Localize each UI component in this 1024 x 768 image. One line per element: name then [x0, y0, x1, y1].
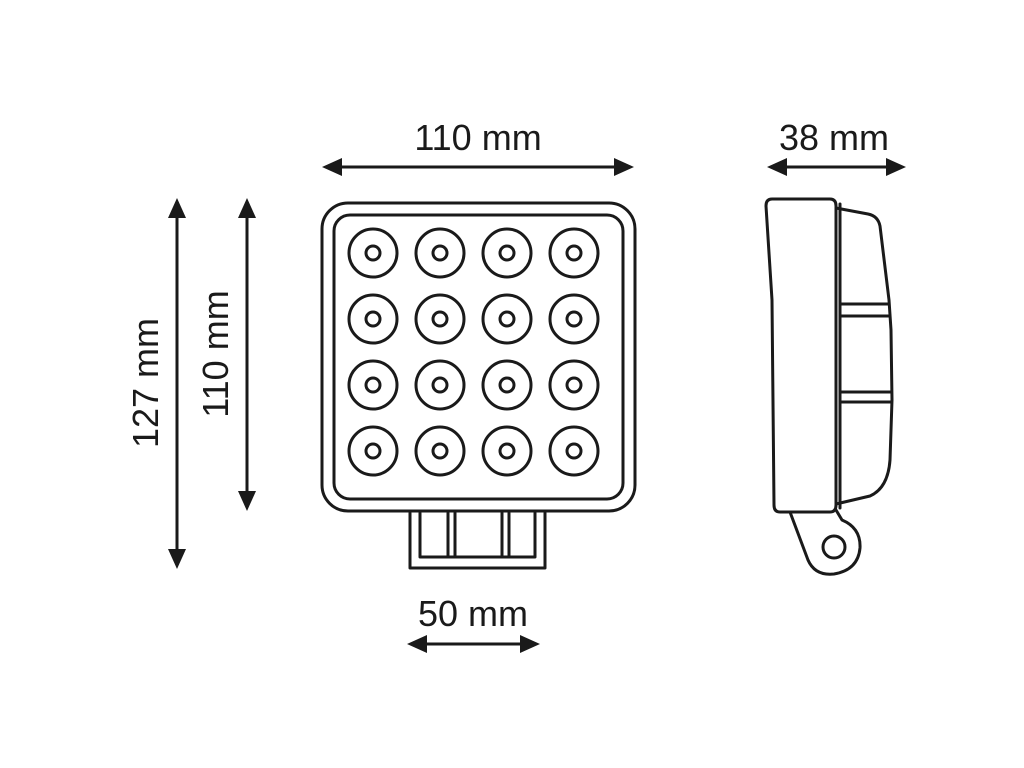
- led-chip: [364, 310, 382, 328]
- led-chip: [364, 376, 382, 394]
- body-height-dimension: 110 mm: [195, 198, 256, 511]
- arrow-left-icon: [407, 635, 427, 653]
- bracket-outline: [408, 511, 547, 570]
- led-reflector: [481, 227, 533, 279]
- led-chip: [431, 244, 449, 262]
- arrow-up-icon: [238, 198, 256, 218]
- lamp-front-view: [320, 201, 637, 570]
- led-reflector: [414, 359, 466, 411]
- led-chip: [364, 442, 382, 460]
- led-reflector: [481, 293, 533, 345]
- led-lens: [414, 293, 466, 345]
- bracket-inner-outline: [418, 511, 537, 559]
- led-lens: [548, 227, 600, 279]
- led-chip: [565, 442, 583, 460]
- side-housing: [764, 197, 838, 514]
- led-lens: [414, 227, 466, 279]
- led-lens: [548, 359, 600, 411]
- side-depth-dimension: 38 mm: [767, 117, 906, 176]
- led-lens: [481, 293, 533, 345]
- mounting-bracket-front: [408, 511, 547, 570]
- led-chip: [498, 310, 516, 328]
- led-chip: [565, 310, 583, 328]
- bracket-width-label: 50 mm: [418, 593, 528, 634]
- led-reflector: [347, 293, 399, 345]
- led-lens: [347, 227, 399, 279]
- led-chip: [364, 244, 382, 262]
- side-mounting-ear: [788, 508, 862, 576]
- led-chip: [431, 376, 449, 394]
- body-height-label: 110 mm: [195, 290, 236, 417]
- led-chip: [498, 244, 516, 262]
- front-width-label: 110 mm: [414, 117, 541, 158]
- arrow-right-icon: [520, 635, 540, 653]
- led-reflector: [481, 425, 533, 477]
- led-reflector: [414, 425, 466, 477]
- arrow-right-icon: [886, 158, 906, 176]
- led-reflector: [347, 227, 399, 279]
- mount-bolt-hole: [821, 534, 847, 560]
- led-chip: [565, 244, 583, 262]
- front-width-dimension: 110 mm: [322, 117, 634, 176]
- lamp-side-view: [764, 197, 894, 576]
- led-reflector: [414, 227, 466, 279]
- led-lens: [414, 425, 466, 477]
- led-lens: [481, 359, 533, 411]
- overall-height-label: 127 mm: [125, 318, 166, 448]
- led-chip: [498, 376, 516, 394]
- arrow-down-icon: [168, 549, 186, 569]
- led-reflector: [548, 293, 600, 345]
- overall-height-dimension: 127 mm: [125, 198, 186, 569]
- side-depth-label: 38 mm: [779, 117, 889, 158]
- led-lens: [414, 359, 466, 411]
- arrow-left-icon: [322, 158, 342, 176]
- led-lens: [347, 293, 399, 345]
- led-reflector: [548, 359, 600, 411]
- arrow-right-icon: [614, 158, 634, 176]
- led-lens: [347, 359, 399, 411]
- led-reflector: [548, 425, 600, 477]
- arrow-down-icon: [238, 491, 256, 511]
- led-chip: [565, 376, 583, 394]
- led-lens: [481, 425, 533, 477]
- lamp-outer-housing: [320, 201, 637, 513]
- arrow-up-icon: [168, 198, 186, 218]
- led-lens: [481, 227, 533, 279]
- led-chip: [431, 442, 449, 460]
- led-lens: [347, 425, 399, 477]
- side-fin-upper: [838, 302, 892, 318]
- led-lens: [548, 293, 600, 345]
- side-fin-lower: [838, 390, 893, 404]
- lamp-inner-frame: [332, 213, 625, 501]
- bracket-width-dimension: 50 mm: [407, 593, 540, 653]
- led-reflector: [414, 293, 466, 345]
- led-reflector: [347, 425, 399, 477]
- led-lens: [548, 425, 600, 477]
- led-reflector: [347, 359, 399, 411]
- led-grid: [347, 227, 600, 477]
- led-chip: [431, 310, 449, 328]
- led-reflector: [481, 359, 533, 411]
- side-lens: [834, 206, 894, 506]
- arrow-left-icon: [767, 158, 787, 176]
- led-reflector: [548, 227, 600, 279]
- led-chip: [498, 442, 516, 460]
